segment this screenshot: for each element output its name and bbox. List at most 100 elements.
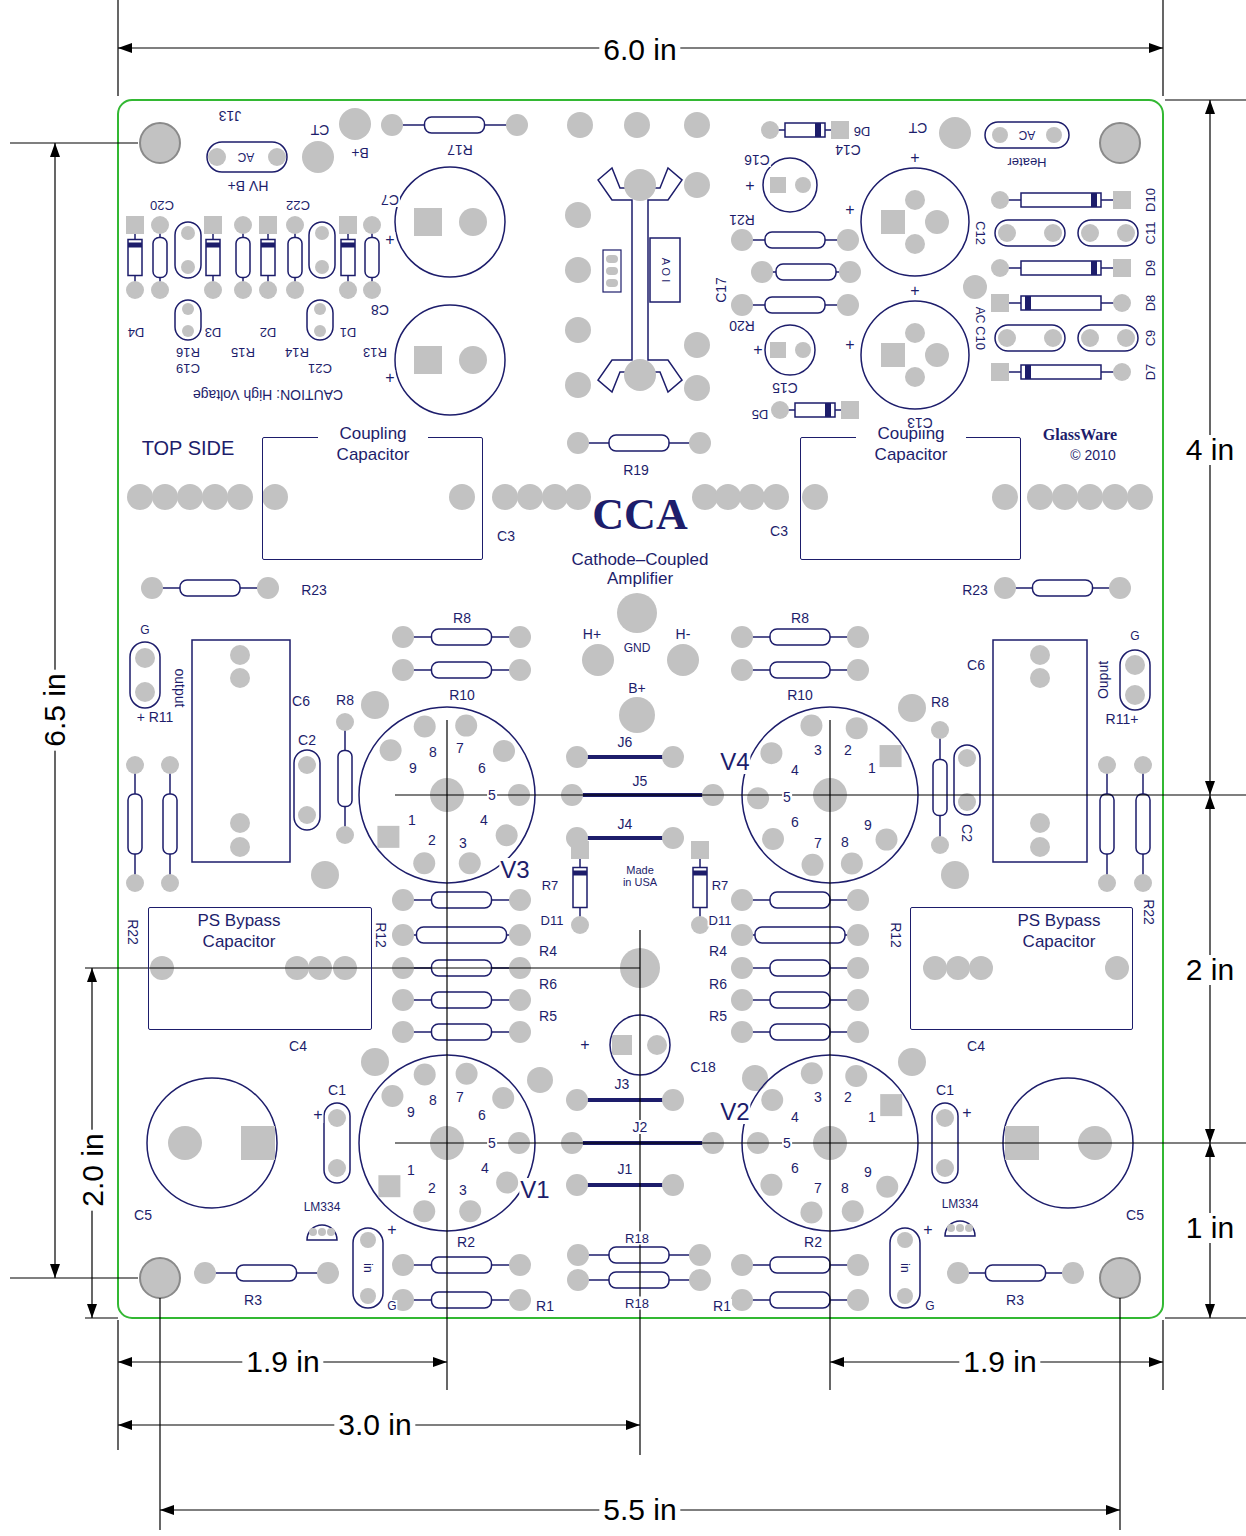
silkscreen-label: AC (237, 151, 256, 163)
silkscreen-label: R1 (712, 1299, 732, 1313)
silkscreen-label: HV B+ (227, 179, 270, 193)
silkscreen-label: R4 (708, 944, 728, 958)
pad (1052, 484, 1078, 510)
extension-line (446, 720, 447, 1390)
silkscreen-label: H- (675, 627, 692, 641)
pad (1113, 294, 1131, 312)
silkscreen-label: 1 (867, 1110, 877, 1124)
diode-band (825, 403, 831, 417)
resistor-symbol (236, 238, 250, 278)
resistor-symbol (1100, 794, 1114, 854)
silkscreen-label: R5 (708, 1009, 728, 1023)
pad (619, 697, 655, 733)
resistor-symbol (237, 1265, 297, 1281)
square-pad (880, 1094, 902, 1116)
silkscreen-label: 5 (487, 788, 497, 802)
mounting-hole (140, 123, 180, 163)
diode-symbol (573, 868, 587, 908)
silkscreen-label: 8 (428, 1093, 438, 1107)
resistor-symbol (432, 1024, 492, 1040)
extension-line (85, 1317, 118, 1318)
extension-line (395, 1142, 1246, 1143)
silkscreen-label: 7 (813, 836, 823, 850)
diode-symbol (128, 240, 142, 276)
resistor-symbol (180, 580, 240, 596)
pad (565, 317, 591, 343)
silkscreen-label: + (961, 1105, 972, 1121)
pad (413, 852, 435, 874)
pad (126, 874, 144, 892)
pad (1127, 484, 1153, 510)
silkscreen-label: + (922, 1222, 933, 1238)
capacitor-box: PS Bypass CapacitorC4 (910, 907, 1133, 1030)
pad (684, 332, 710, 358)
jumper-wire (577, 836, 673, 840)
pad (339, 281, 357, 299)
dimension-label: 4 in (1182, 435, 1238, 465)
pad (259, 281, 277, 299)
silkscreen-label: © 2010 (1069, 448, 1116, 462)
pad (413, 1200, 435, 1222)
pad (392, 1021, 414, 1043)
pad (837, 229, 859, 251)
resistor-symbol (153, 238, 167, 278)
silkscreen-label: R23 (961, 583, 989, 597)
diode-symbol (261, 240, 275, 276)
pad (691, 916, 709, 934)
pad (360, 1232, 376, 1248)
extension-line (1119, 1298, 1120, 1530)
pad (286, 216, 304, 234)
pad (739, 484, 765, 510)
capacitor-outline (1120, 650, 1150, 710)
pad (991, 191, 1009, 209)
pad (662, 827, 684, 849)
pad (509, 1289, 531, 1311)
square-pad (259, 216, 277, 234)
silkscreen-label: R15 (230, 346, 256, 359)
pad (1044, 224, 1062, 242)
silkscreen-label: R18 (624, 1232, 650, 1245)
pad (339, 108, 371, 140)
pad (381, 114, 403, 136)
square-pad (881, 343, 905, 367)
silkscreen-label: Ouput (1096, 660, 1110, 700)
capacitor-outline (1078, 220, 1138, 246)
silkscreen-label: GND (623, 642, 652, 654)
silkscreen-label: 1 (867, 761, 877, 775)
pad (958, 749, 976, 767)
dimension-label: 6.0 in (599, 35, 680, 65)
pad (257, 577, 279, 599)
pad (624, 169, 656, 201)
resistor-symbol (770, 662, 830, 678)
square-pad (770, 177, 786, 193)
silkscreen-label: R23 (300, 583, 328, 597)
pad (567, 1269, 589, 1291)
silkscreen-label: D8 (1144, 294, 1157, 313)
pad (847, 1289, 869, 1311)
pad (392, 989, 414, 1011)
regulator-pads (603, 250, 621, 292)
capacitor-outline (993, 640, 1087, 862)
pad (298, 806, 316, 824)
pad (684, 172, 710, 198)
square-pad (1113, 191, 1131, 209)
diode-symbol (785, 123, 825, 137)
capacitor-outline (890, 1228, 920, 1308)
silkscreen-label: C19 (175, 362, 201, 375)
pad (509, 889, 531, 911)
dimension-label: 6.5 in (40, 669, 70, 750)
pad (268, 148, 286, 166)
pad (1109, 577, 1131, 599)
heatsink-outline (598, 168, 682, 392)
capacitor-outline (175, 300, 201, 340)
silkscreen-label: J4 (617, 817, 634, 831)
pad (392, 1254, 414, 1276)
square-pad (339, 216, 357, 234)
capacitor-outline (861, 168, 969, 276)
pad (761, 121, 779, 139)
pad (662, 746, 684, 768)
silkscreen-label: R3 (243, 1293, 263, 1307)
silkscreen-label: output (173, 668, 187, 709)
square-pad (691, 841, 709, 859)
silkscreen-label: D1 (339, 326, 358, 339)
